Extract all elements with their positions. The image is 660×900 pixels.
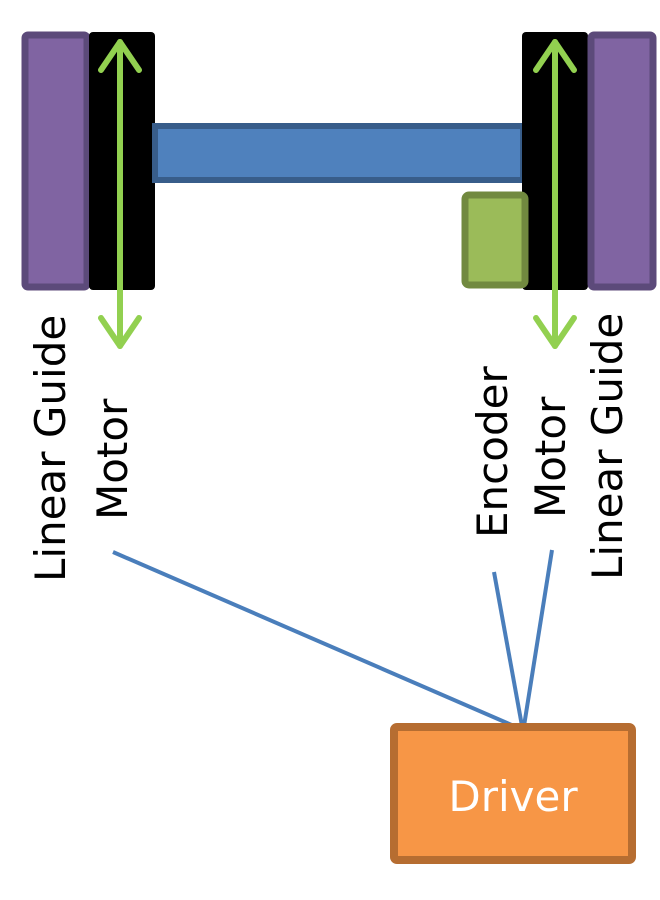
label-left-motor: Motor: [88, 398, 137, 520]
driver-label: Driver: [448, 772, 578, 821]
wire-encoder: [492, 571, 524, 727]
left-linear-guide: [21, 31, 91, 291]
wires: [112, 549, 554, 728]
label-right-linear-guide: Linear Guide: [583, 313, 632, 580]
right-linear-guide: [587, 31, 657, 291]
encoder: [461, 191, 529, 289]
right-motion-arrow: [533, 39, 577, 349]
driver-box: [390, 723, 636, 864]
left-motion-arrow: [98, 39, 142, 349]
label-left-linear-guide: Linear Guide: [26, 315, 75, 582]
label-encoder: Encoder: [468, 366, 517, 538]
shaft: [152, 123, 526, 183]
wire-right-motor: [522, 549, 554, 727]
label-right-motor: Motor: [526, 396, 575, 518]
wire-left-motor: [112, 550, 515, 728]
